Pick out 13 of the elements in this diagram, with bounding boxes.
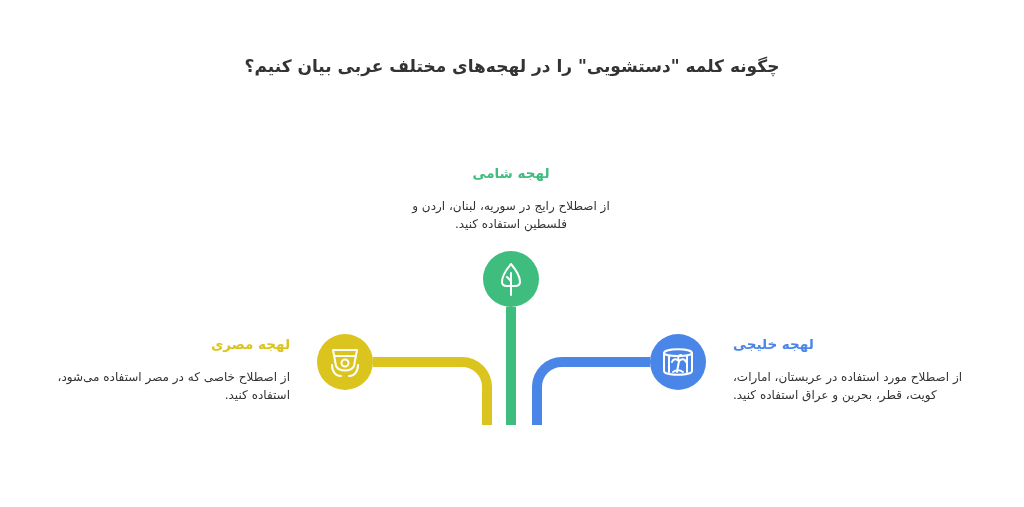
connector-line: [532, 357, 650, 425]
description: از اصطلاح مورد استفاده در عربستان، امارات، کویت، قطر، بحرین و عراق استفاده کنید.: [733, 369, 964, 404]
heading: لهجه مصری: [210, 335, 290, 354]
heading: لهجه شامی: [472, 164, 550, 183]
connector-line: [373, 357, 492, 425]
connector-line: [506, 307, 516, 425]
heading: لهجه خلیجی: [733, 335, 814, 354]
description: از اصطلاح خاصی که در مصر استفاده می‌شود، استفاده کنید.: [56, 369, 290, 404]
bucket-icon: [317, 334, 373, 390]
title: چگونه کلمه "دستشویی" را در لهجه‌های مختلف عربی بیان کنیم؟: [244, 55, 780, 78]
tree-icon: [483, 251, 539, 307]
description: از اصطلاح رایج در سوریه، لبنان، اردن و فلسطین استفاده کنید.: [410, 198, 611, 233]
palm-tree-icon: [650, 334, 706, 390]
